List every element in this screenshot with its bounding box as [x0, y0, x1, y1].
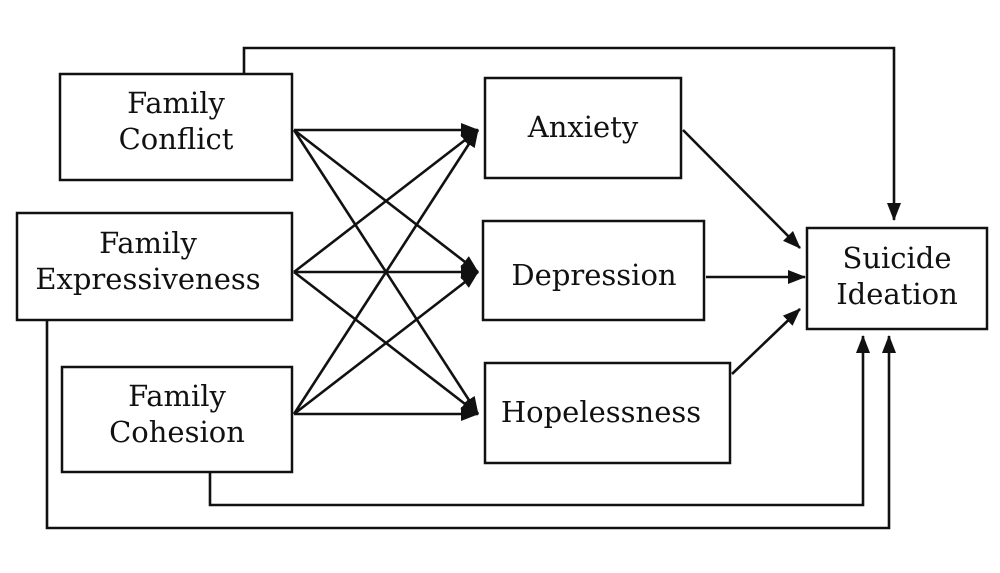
edge-hopelessness-to-suicide-ideation	[731, 308, 801, 375]
node-family-conflict: Family Conflict	[58, 72, 294, 182]
nodes: Family Conflict Family Expressiveness Fa…	[15, 72, 989, 474]
node-family-cohesion-line-2: Cohesion	[109, 415, 245, 449]
node-family-conflict-line-1: Family	[127, 86, 225, 120]
node-family-expressiveness-line-2: Expressiveness	[35, 262, 260, 296]
node-hopelessness: Hopelessness	[483, 361, 732, 465]
edge-anxiety-to-suicide-ideation	[682, 129, 801, 249]
edges	[45, 46, 901, 530]
node-family-cohesion-line-1: Family	[128, 379, 226, 413]
node-family-cohesion: Family Cohesion	[60, 365, 294, 474]
edge-family-cohesion-to-depression	[293, 270, 479, 416]
edge-family-conflict-to-suicide-ideation	[242, 46, 901, 221]
node-family-expressiveness: Family Expressiveness	[15, 211, 294, 322]
edge-family-cohesion-to-suicide-ideation	[208, 335, 870, 507]
edge-family-cohesion-to-anxiety	[292, 129, 480, 415]
edge-family-expressiveness-to-suicide-ideation	[45, 320, 896, 530]
node-depression: Depression	[481, 219, 706, 322]
node-family-conflict-line-2: Conflict	[119, 122, 234, 156]
node-depression-label: Depression	[511, 258, 676, 292]
node-anxiety: Anxiety	[483, 76, 683, 180]
edge-family-expressiveness-to-anxiety	[293, 128, 479, 274]
node-suicide-ideation-line-1: Suicide	[842, 241, 951, 275]
node-suicide-ideation: Suicide Ideation	[805, 226, 989, 331]
node-family-expressiveness-line-1: Family	[99, 226, 197, 260]
node-anxiety-label: Anxiety	[527, 110, 639, 144]
node-suicide-ideation-line-2: Ideation	[836, 277, 958, 311]
node-hopelessness-label: Hopelessness	[501, 395, 701, 429]
